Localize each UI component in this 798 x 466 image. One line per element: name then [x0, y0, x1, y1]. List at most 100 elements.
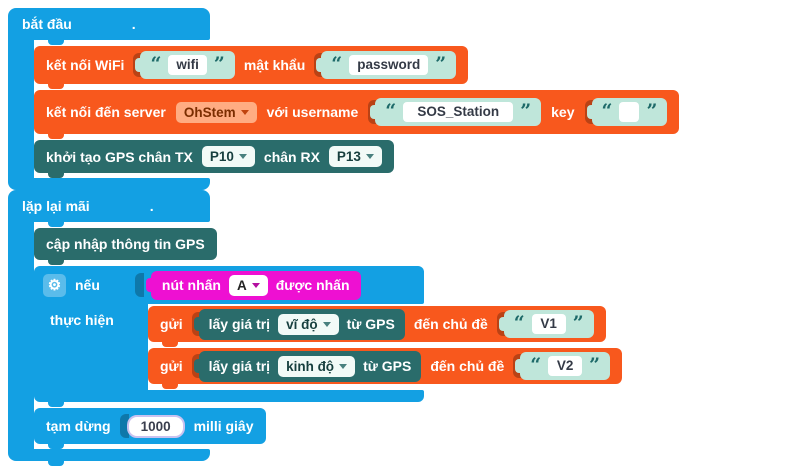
- forever-block-header[interactable]: lặp lại mãi .: [8, 190, 210, 227]
- topic-string-block[interactable]: V2: [520, 352, 611, 380]
- get-value-label: lấy giá trị: [208, 358, 271, 374]
- topic-label: đến chủ đề: [413, 316, 488, 332]
- close-quote-icon: [646, 105, 657, 119]
- username-label: với username: [266, 104, 359, 120]
- server-dropdown-value: OhStem: [183, 104, 236, 120]
- button-pressed-condition-block[interactable]: nút nhấn A được nhấn: [150, 270, 361, 300]
- forever-block[interactable]: lặp lại mãi . cập nhập thông tin GPS nếu: [8, 190, 798, 466]
- chevron-down-icon: [251, 282, 260, 288]
- if-block-foot: [34, 390, 424, 407]
- forever-block-foot: [8, 449, 210, 466]
- close-quote-icon: [573, 317, 584, 331]
- topic-field[interactable]: V2: [548, 356, 583, 376]
- delay-duration-field[interactable]: 1000: [126, 414, 185, 438]
- pressed-label: được nhấn: [275, 277, 350, 293]
- send-block[interactable]: gửi lấy giá trị vĩ độ: [148, 306, 606, 347]
- username-field[interactable]: SOS_Station: [403, 102, 514, 122]
- wifi-password-field[interactable]: password: [349, 55, 429, 75]
- gps-update-block[interactable]: cập nhập thông tin GPS: [34, 228, 217, 265]
- gps-value-block[interactable]: lấy giá trị vĩ độ từ GPS: [198, 308, 405, 340]
- key-input: [584, 98, 668, 126]
- tx-pin-dropdown[interactable]: P10: [201, 146, 255, 167]
- key-label: key: [551, 104, 575, 120]
- key-string-block[interactable]: [591, 98, 668, 126]
- start-block-title: bắt đầu: [22, 16, 72, 32]
- gps-value-block[interactable]: lấy giá trị kinh độ từ GPS: [198, 350, 422, 382]
- send-label: gửi: [160, 316, 183, 332]
- coordinate-dropdown-value: kinh độ: [286, 358, 335, 374]
- gps-init-block[interactable]: khởi tạo GPS chân TX P10 chân RX P13: [34, 140, 394, 178]
- mutator-gear-icon[interactable]: [43, 273, 66, 297]
- wifi-connect-label: kết nối WiFi: [46, 57, 125, 73]
- button-dropdown-value: A: [237, 277, 247, 293]
- chevron-down-icon: [339, 363, 348, 369]
- get-value-label: lấy giá trị: [208, 316, 271, 332]
- send-block[interactable]: gửi lấy giá trị kinh độ: [148, 348, 623, 389]
- forever-block-body: cập nhập thông tin GPS nếu nút nhấn A: [8, 222, 798, 449]
- rx-pin-dropdown-value: P13: [336, 149, 361, 164]
- close-quote-icon: [589, 359, 600, 373]
- start-block[interactable]: bắt đầu . kết nối WiFi wifi: [8, 8, 798, 195]
- wifi-connect-block[interactable]: kết nối WiFi wifi mật khẩu: [34, 46, 469, 89]
- gps-update-label: cập nhập thông tin GPS: [46, 236, 205, 252]
- button-dropdown[interactable]: A: [229, 274, 268, 296]
- key-field[interactable]: [619, 102, 640, 122]
- start-block-spine: [8, 40, 34, 178]
- wifi-ssid-input: wifi: [133, 51, 235, 79]
- forever-block-title: lặp lại mãi: [22, 198, 90, 214]
- start-block-header[interactable]: bắt đầu .: [8, 8, 210, 45]
- forever-block-spine: [8, 222, 34, 449]
- topic-input: V1: [496, 310, 594, 338]
- delay-label: tạm dừng: [46, 418, 111, 434]
- server-connect-block[interactable]: kết nối đến server OhStem với username S…: [34, 90, 680, 139]
- open-quote-icon: [602, 105, 613, 119]
- button-label: nút nhấn: [161, 277, 221, 293]
- wifi-password-label: mật khẩu: [243, 57, 306, 73]
- duration-input: 1000: [119, 414, 185, 438]
- if-block-header[interactable]: nếu nút nhấn A được nhấn: [34, 266, 424, 304]
- if-block[interactable]: nếu nút nhấn A được nhấn: [34, 266, 623, 407]
- if-block-children: gửi lấy giá trị vĩ độ: [148, 304, 623, 390]
- if-label: nếu: [75, 277, 100, 293]
- forever-block-children: cập nhập thông tin GPS nếu nút nhấn A: [34, 222, 623, 449]
- value-input: lấy giá trị kinh độ từ GPS: [191, 350, 422, 382]
- chevron-down-icon: [240, 109, 249, 115]
- open-quote-icon: [514, 317, 525, 331]
- chevron-down-icon: [365, 154, 374, 159]
- rx-pin-dropdown[interactable]: P13: [328, 146, 382, 167]
- send-label: gửi: [160, 358, 183, 374]
- chevron-down-icon: [238, 154, 247, 159]
- server-connect-label: kết nối đến server: [46, 104, 166, 120]
- topic-input: V2: [513, 352, 611, 380]
- coordinate-dropdown[interactable]: kinh độ: [278, 355, 356, 377]
- gps-init-rx-label: chân RX: [263, 148, 320, 165]
- do-label: thực hiện: [50, 312, 114, 328]
- username-input: SOS_Station: [368, 98, 542, 126]
- close-quote-icon: [214, 58, 225, 72]
- forever-block-collapse-dot: .: [149, 198, 154, 214]
- wifi-ssid-string-block[interactable]: wifi: [140, 51, 235, 79]
- close-quote-icon: [435, 58, 446, 72]
- wifi-password-input: password: [314, 51, 457, 79]
- delay-block[interactable]: tạm dừng 1000 milli giây: [34, 408, 266, 449]
- condition-socket: [134, 273, 144, 297]
- wifi-ssid-field[interactable]: wifi: [168, 55, 207, 75]
- topic-string-block[interactable]: V1: [503, 310, 594, 338]
- open-quote-icon: [331, 58, 342, 72]
- start-block-collapse-dot: .: [131, 16, 136, 32]
- open-quote-icon: [150, 58, 161, 72]
- gps-init-tx-label: khởi tạo GPS chân TX: [46, 148, 193, 165]
- if-do-column: thực hiện: [34, 304, 148, 390]
- close-quote-icon: [520, 105, 531, 119]
- if-block-body: thực hiện gửi lấy giá trị: [34, 304, 623, 390]
- coordinate-dropdown[interactable]: vĩ độ: [278, 313, 339, 335]
- wifi-password-string-block[interactable]: password: [321, 51, 457, 79]
- coordinate-dropdown-value: vĩ độ: [286, 316, 318, 332]
- from-gps-label: từ GPS: [363, 358, 412, 374]
- from-gps-label: từ GPS: [346, 316, 395, 332]
- server-dropdown[interactable]: OhStem: [175, 101, 257, 123]
- username-string-block[interactable]: SOS_Station: [375, 98, 542, 126]
- topic-field[interactable]: V1: [531, 314, 566, 334]
- value-socket: [119, 414, 129, 438]
